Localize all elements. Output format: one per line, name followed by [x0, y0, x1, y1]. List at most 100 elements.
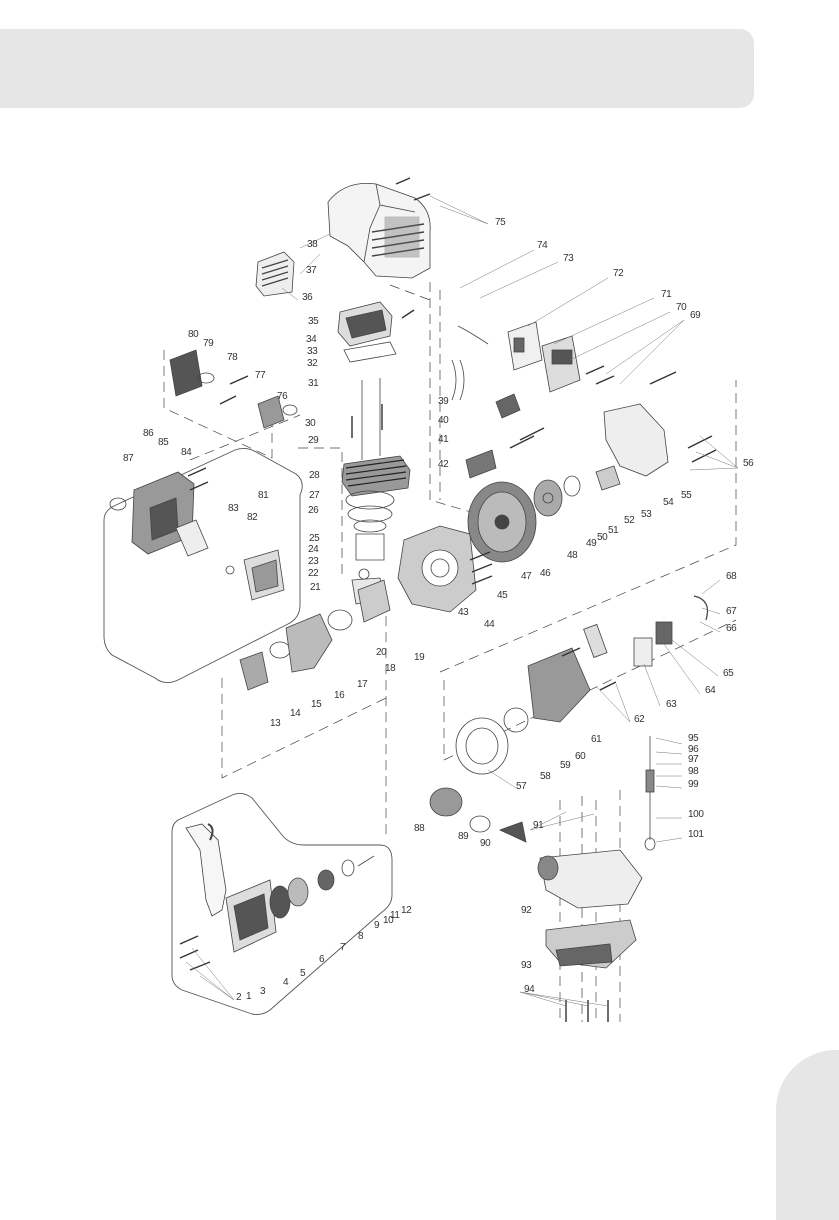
part-label-98: 98 [688, 766, 699, 777]
part-label-26: 26 [308, 505, 319, 516]
part-label-68: 68 [726, 571, 737, 582]
part-label-93: 93 [521, 960, 532, 971]
part-label-85: 85 [158, 437, 169, 448]
part-label-40: 40 [438, 415, 449, 426]
part-label-16: 16 [334, 690, 345, 701]
part-label-91: 91 [533, 820, 544, 831]
part-label-48: 48 [567, 550, 578, 561]
part-label-63: 63 [666, 699, 677, 710]
part-label-70: 70 [676, 302, 687, 313]
part-label-44: 44 [484, 619, 495, 630]
part-label-54: 54 [663, 497, 674, 508]
part-label-24: 24 [308, 544, 319, 555]
part-label-46: 46 [540, 568, 551, 579]
part-label-62: 62 [634, 714, 645, 725]
part-label-36: 36 [302, 292, 313, 303]
part-label-79: 79 [203, 338, 214, 349]
part-label-66: 66 [726, 623, 737, 634]
grille-cover [256, 252, 294, 296]
part-label-18: 18 [385, 663, 396, 674]
part-label-8: 8 [358, 931, 364, 942]
part-label-37: 37 [306, 265, 317, 276]
part-label-71: 71 [661, 289, 672, 300]
part-label-72: 72 [613, 268, 624, 279]
part-label-9: 9 [374, 920, 380, 931]
part-label-25: 25 [309, 533, 320, 544]
part-label-41: 41 [438, 434, 449, 445]
part-label-2: 2 [236, 992, 242, 1003]
part-label-5: 5 [300, 968, 306, 979]
part-label-92: 92 [521, 905, 532, 916]
part-label-39: 39 [438, 396, 449, 407]
part-label-87: 87 [123, 453, 134, 464]
part-label-88: 88 [414, 823, 425, 834]
part-label-47: 47 [521, 571, 532, 582]
part-label-80: 80 [188, 329, 199, 340]
part-label-56: 56 [743, 458, 754, 469]
part-label-100: 100 [688, 809, 704, 820]
part-label-53: 53 [641, 509, 652, 520]
part-label-69: 69 [690, 310, 701, 321]
part-label-97: 97 [688, 754, 699, 765]
part-label-30: 30 [305, 418, 316, 429]
part-label-49: 49 [586, 538, 597, 549]
part-label-90: 90 [480, 838, 491, 849]
part-label-89: 89 [458, 831, 469, 842]
part-label-38: 38 [307, 239, 318, 250]
part-label-45: 45 [497, 590, 508, 601]
part-label-20: 20 [376, 647, 387, 658]
part-label-75: 75 [495, 217, 506, 228]
part-label-74: 74 [537, 240, 548, 251]
part-label-33: 33 [307, 346, 318, 357]
part-label-50: 50 [597, 532, 608, 543]
part-label-6: 6 [319, 954, 325, 965]
part-label-55: 55 [681, 490, 692, 501]
part-label-77: 77 [255, 370, 266, 381]
part-label-83: 83 [228, 503, 239, 514]
part-label-42: 42 [438, 459, 449, 470]
part-label-94: 94 [524, 984, 535, 995]
part-label-27: 27 [309, 490, 320, 501]
part-label-81: 81 [258, 490, 269, 501]
part-label-86: 86 [143, 428, 154, 439]
exploded-parts-diagram: 1234567891011121314151617181920212223242… [0, 0, 839, 1191]
part-label-78: 78 [227, 352, 238, 363]
part-label-17: 17 [357, 679, 368, 690]
part-label-61: 61 [591, 734, 602, 745]
flywheel [468, 482, 536, 562]
part-label-95: 95 [688, 733, 699, 744]
diagram-linework [104, 178, 738, 1022]
part-label-84: 84 [181, 447, 192, 458]
engine-cover [328, 183, 430, 278]
part-label-73: 73 [563, 253, 574, 264]
crankcase [398, 526, 476, 612]
part-label-65: 65 [723, 668, 734, 679]
part-label-3: 3 [260, 986, 266, 997]
part-label-60: 60 [575, 751, 586, 762]
part-label-15: 15 [311, 699, 322, 710]
part-label-23: 23 [308, 556, 319, 567]
part-label-58: 58 [540, 771, 551, 782]
part-label-99: 99 [688, 779, 699, 790]
part-label-4: 4 [283, 977, 289, 988]
part-label-34: 34 [306, 334, 317, 345]
part-label-31: 31 [308, 378, 319, 389]
part-label-76: 76 [277, 391, 288, 402]
part-label-101: 101 [688, 829, 704, 840]
part-label-51: 51 [608, 525, 619, 536]
part-label-59: 59 [560, 760, 571, 771]
part-label-64: 64 [705, 685, 716, 696]
part-label-57: 57 [516, 781, 527, 792]
part-label-7: 7 [340, 942, 346, 953]
part-label-82: 82 [247, 512, 258, 523]
part-label-14: 14 [290, 708, 301, 719]
part-label-32: 32 [307, 358, 318, 369]
part-label-13: 13 [270, 718, 281, 729]
part-label-43: 43 [458, 607, 469, 618]
part-label-11: 11 [390, 910, 400, 921]
part-label-67: 67 [726, 606, 737, 617]
part-label-1: 1 [246, 991, 252, 1002]
part-label-29: 29 [308, 435, 319, 446]
part-label-35: 35 [308, 316, 319, 327]
part-label-12: 12 [401, 905, 412, 916]
